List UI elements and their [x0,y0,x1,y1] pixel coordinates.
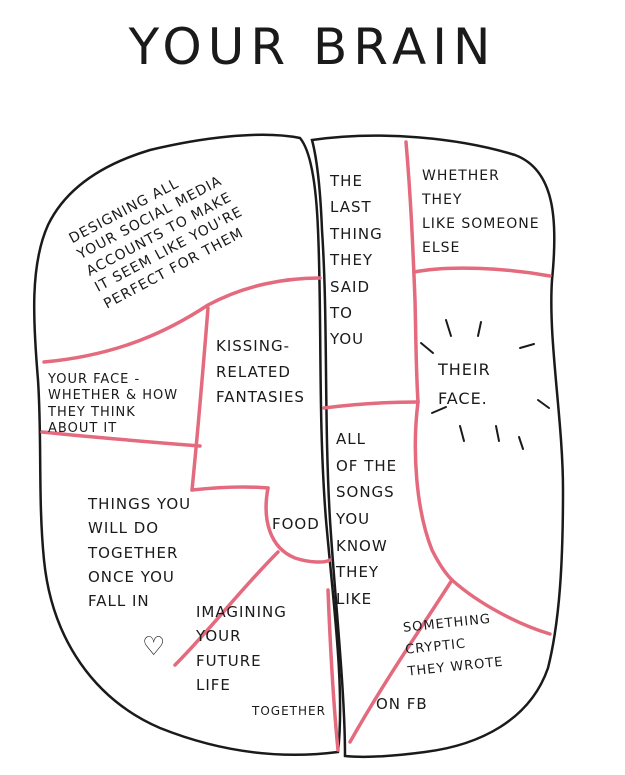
right-hemisphere-outline [310,134,565,759]
divider-like-someone-vertical [404,140,420,404]
region-your-face: YOUR FACE - WHETHER & HOW THEY THINK ABO… [48,372,179,436]
region-kissing: KISSING- RELATED FANTASIES [216,337,305,406]
region-songs: ALL OF THE SONGS YOU KNOW THEY LIKE [336,430,398,609]
divider-cryptic-left [348,578,454,744]
divider-songs-vertical [413,400,454,582]
sparkle-line [537,399,550,409]
divider-like-someone-horizontal [412,266,552,278]
region-food: FOOD [272,515,320,533]
divider-last-thing [322,400,420,410]
region-last-thing: THE LAST THING THEY SAID TO YOU [330,172,383,349]
divider-cryptic-top [450,578,552,636]
sparkle-line [420,342,434,354]
sparkle-line [519,343,535,349]
sparkle-line [459,425,465,442]
region-things-together: THINGS YOU WILL DO TOGETHER ONCE YOU FAL… [88,495,192,611]
sparkle-line [431,406,447,414]
region-future-life: IMAGINING YOUR FUTURE LIFE [196,603,287,694]
sparkle-line [445,319,452,337]
divider-future-right [326,588,340,752]
divider-kissing-vertical [190,306,210,492]
region-cryptic: SOMETHING CRYPTIC THEY WROTE [402,611,505,680]
divider-social-media [42,276,322,364]
sparkle-line [477,321,482,337]
region-together: TOGETHER [252,704,326,718]
divider-food-left [264,486,332,564]
region-their-face: THEIR FACE. [438,360,491,408]
heart-icon: ♡ [142,632,166,662]
divider-things-food [190,485,270,492]
divider-future-life [173,550,280,667]
sparkle-line [495,425,500,442]
divider-your-face [40,430,202,448]
region-on-fb: ON FB [376,695,428,713]
region-like-someone: WHETHER THEY LIKE SOMEONE ELSE [422,168,540,257]
page-title: YOUR BRAIN [128,18,497,76]
left-hemisphere-outline [32,133,342,756]
sparkle-line [518,436,524,450]
